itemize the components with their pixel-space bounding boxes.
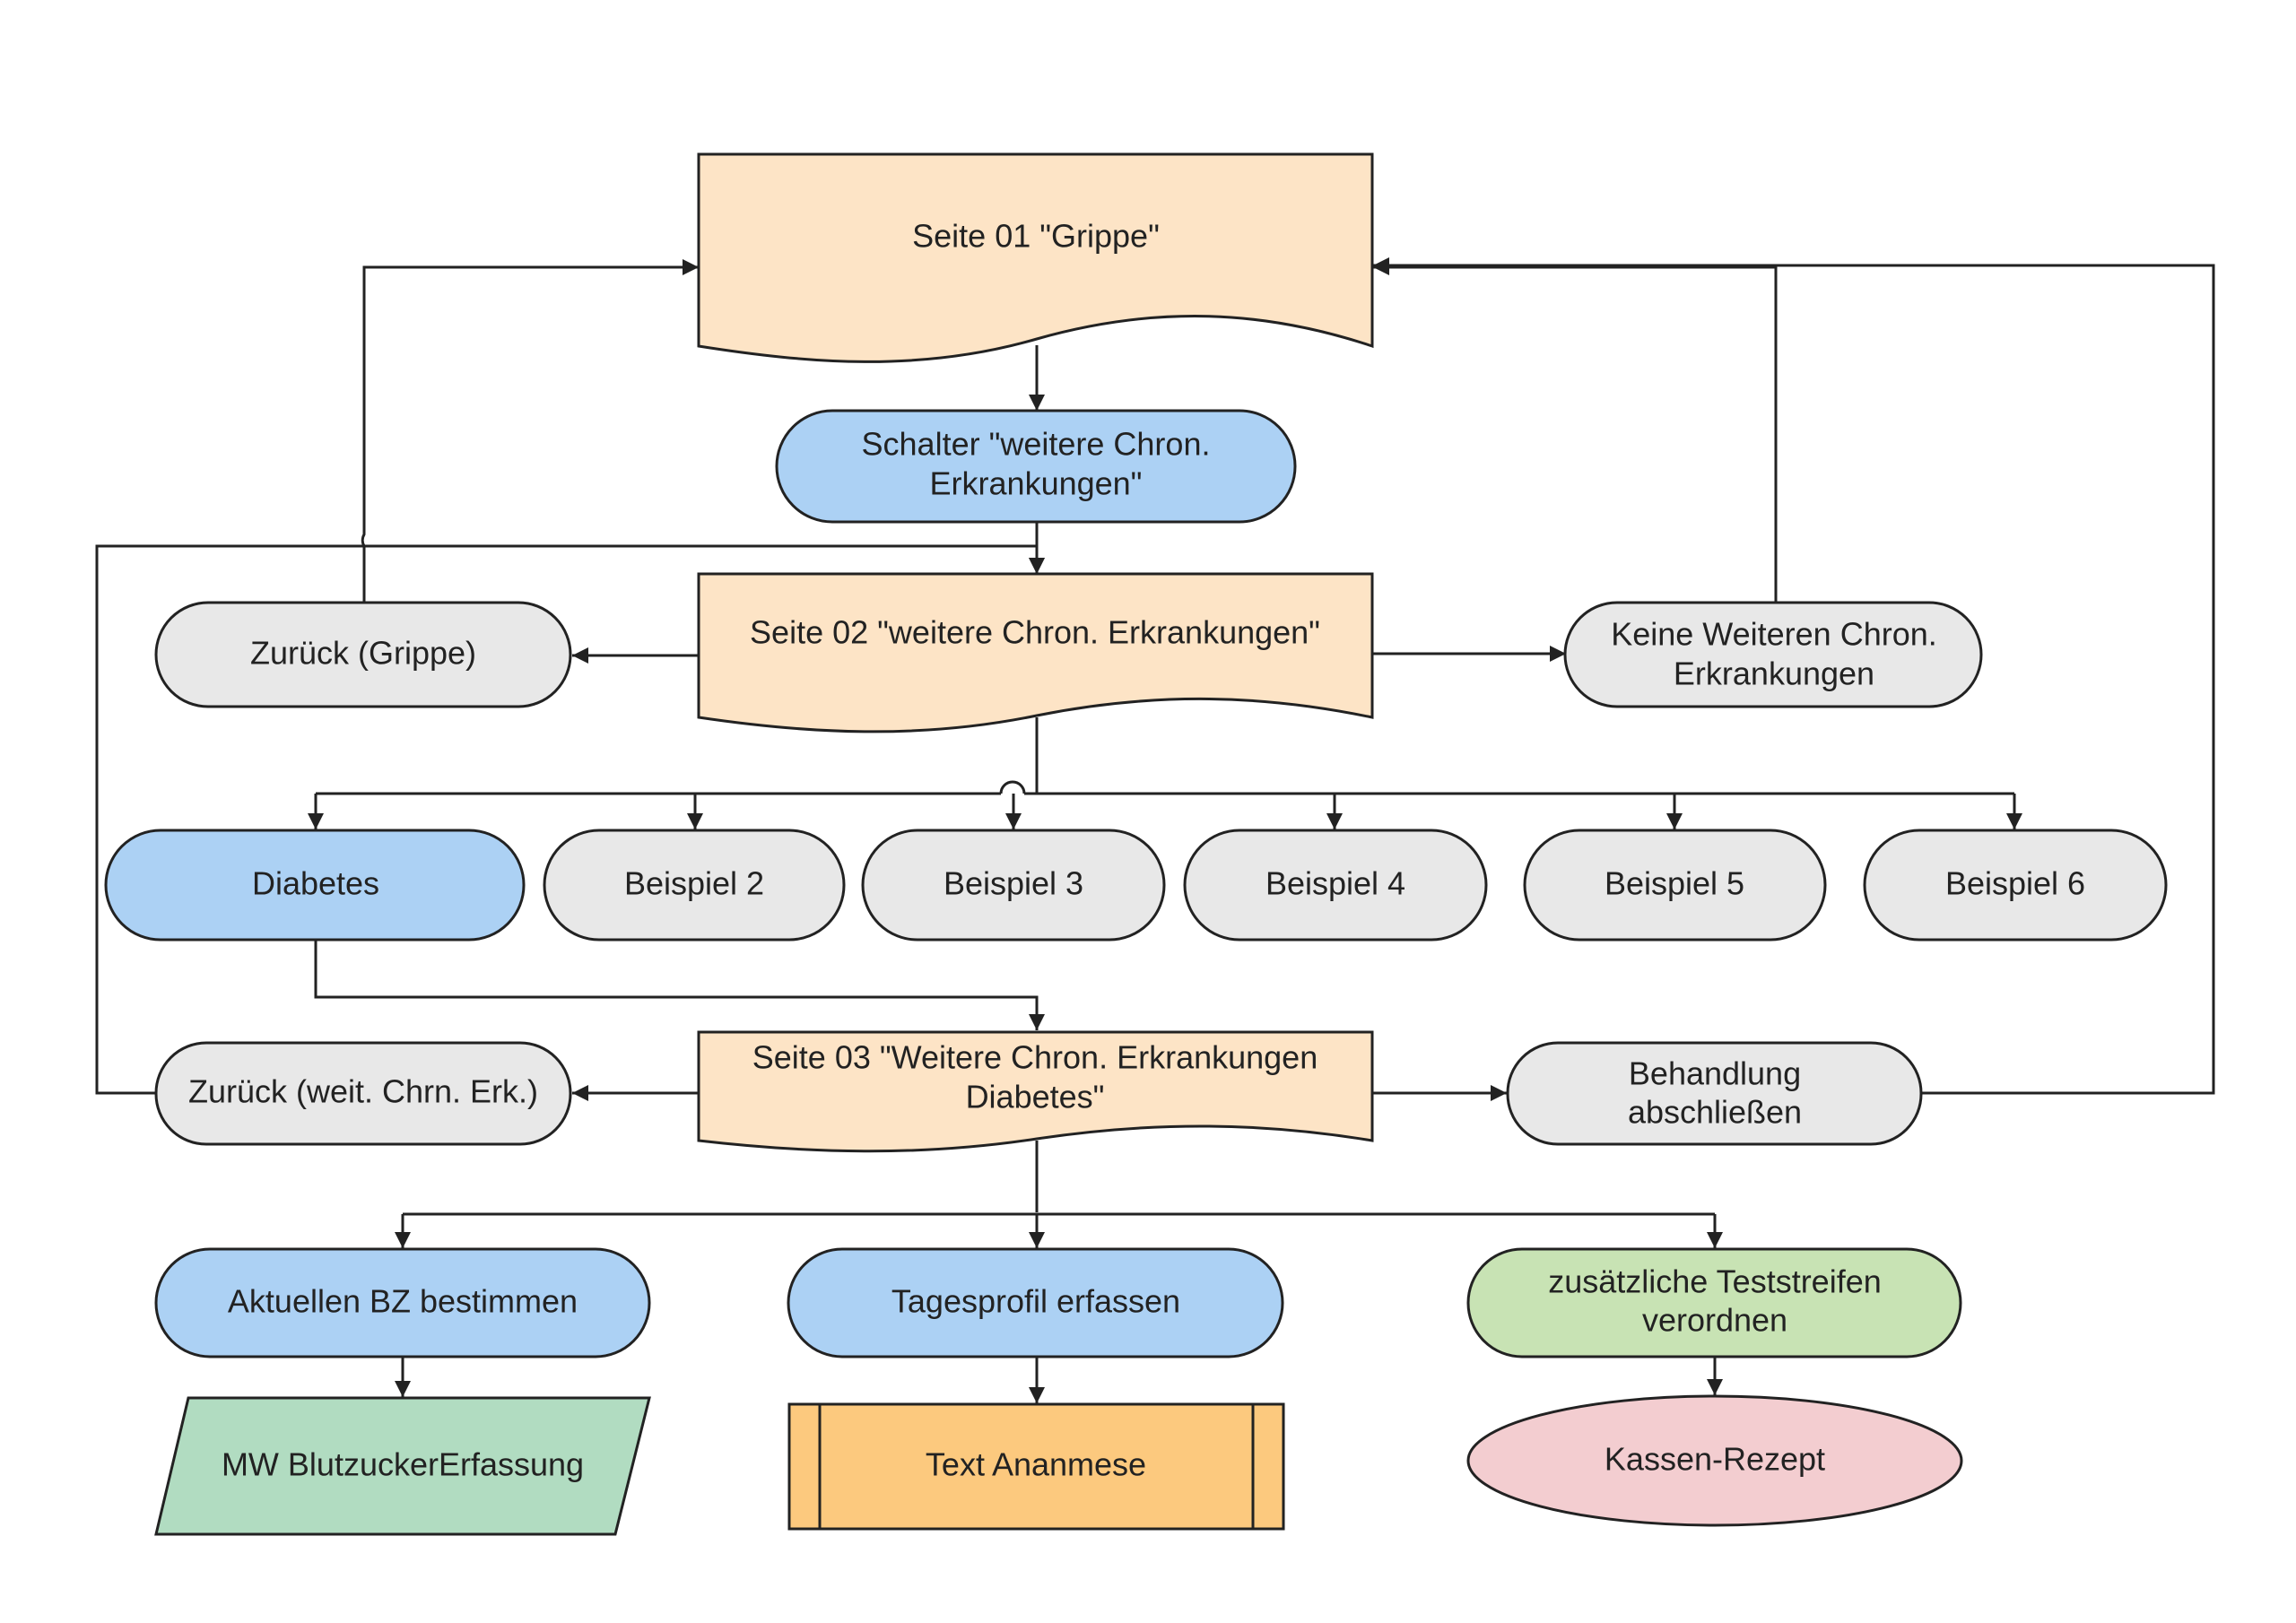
keine-weiteren-label-line1: Keine Weiteren Chron. xyxy=(1611,616,1937,653)
data-parallelogram-shape xyxy=(154,1396,651,1536)
document-shape xyxy=(697,1030,1374,1153)
beispiel5-label: Beispiel 5 xyxy=(1605,865,1744,902)
node-beispiel3[interactable]: Beispiel 3 xyxy=(861,829,1166,942)
beispiel3-label: Beispiel 3 xyxy=(944,865,1083,902)
teststreifen-label-line1: zusätzliche Teststreifen xyxy=(1548,1263,1882,1300)
beispiel2-label: Beispiel 2 xyxy=(624,865,764,902)
edge-diabetes-to-seite03 xyxy=(314,939,1045,1030)
node-behandlung[interactable]: Behandlung abschließen xyxy=(1506,1041,1923,1146)
ellipse-shape xyxy=(1466,1394,1963,1527)
diabetes-button-shape[interactable] xyxy=(104,829,526,942)
diabetes-label: Diabetes xyxy=(252,865,379,902)
zurueck-weit-button-shape[interactable] xyxy=(154,1041,572,1146)
node-aktuellen-bz[interactable]: Aktuellen BZ bestimmen xyxy=(154,1247,651,1358)
node-diabetes[interactable]: Diabetes xyxy=(104,829,526,942)
node-beispiel2[interactable]: Beispiel 2 xyxy=(543,829,846,942)
beispiel3-button-shape[interactable] xyxy=(861,829,1166,942)
node-schalter[interactable]: Schalter "weitere Chron. Erkrankungen" xyxy=(775,409,1297,524)
options-bus-hop xyxy=(999,780,1026,794)
tagesprofil-button-shape[interactable] xyxy=(787,1247,1284,1358)
document-shape xyxy=(697,572,1374,733)
text-ananmese-label: Text Ananmese xyxy=(926,1446,1146,1483)
tagesprofil-label: Tagesprofil erfassen xyxy=(891,1283,1180,1320)
beispiel4-button-shape[interactable] xyxy=(1183,829,1488,942)
edge-zurueck-weit-to-seite02 xyxy=(95,544,1045,1095)
seite03-label-line2: Diabetes" xyxy=(966,1079,1105,1115)
kassen-rezept-label: Kassen-Rezept xyxy=(1605,1441,1825,1478)
behandlung-label-line1: Behandlung xyxy=(1629,1055,1801,1092)
zurueck-grippe-label: Zurück (Grippe) xyxy=(250,635,476,672)
connectors xyxy=(95,257,2215,1403)
beispiel2-button-shape[interactable] xyxy=(543,829,846,942)
node-beispiel5[interactable]: Beispiel 5 xyxy=(1523,829,1827,942)
beispiel5-button-shape[interactable] xyxy=(1523,829,1827,942)
seite03-label-line1: Seite 03 "Weitere Chron. Erkrankungen xyxy=(752,1039,1318,1076)
beispiel6-label: Beispiel 6 xyxy=(1945,865,2085,902)
node-tagesprofil[interactable]: Tagesprofil erfassen xyxy=(787,1247,1284,1358)
teststreifen-label-line2: verordnen xyxy=(1642,1302,1787,1339)
edge-keine-weiteren-to-seite01 xyxy=(1373,259,1778,603)
node-kassen-rezept: Kassen-Rezept xyxy=(1466,1394,1963,1527)
document-shape xyxy=(697,152,1374,363)
subprocess-shape xyxy=(787,1402,1285,1531)
node-text-ananmese: Text Ananmese xyxy=(787,1402,1285,1531)
node-seite02: Seite 02 "weitere Chron. Erkrankungen" xyxy=(697,572,1374,733)
node-keine-weiteren[interactable]: Keine Weiteren Chron. Erkrankungen xyxy=(1563,601,1983,708)
zurueck-weit-label: Zurück (weit. Chrn. Erk.) xyxy=(188,1073,538,1110)
node-mw-blutzucker: MW BlutzuckerErfassung xyxy=(154,1396,651,1536)
edge-behandlung-to-seite01 xyxy=(1373,257,2215,1095)
aktuellen-bz-label: Aktuellen BZ bestimmen xyxy=(228,1283,578,1320)
beispiel6-button-shape[interactable] xyxy=(1863,829,2168,942)
node-seite01: Seite 01 "Grippe" xyxy=(697,152,1374,363)
node-seite03: Seite 03 "Weitere Chron. Erkrankungen Di… xyxy=(697,1030,1374,1153)
schalter-button-shape[interactable] xyxy=(775,409,1297,524)
keine-weiteren-label-line2: Erkrankungen xyxy=(1674,655,1874,692)
node-zurueck-grippe[interactable]: Zurück (Grippe) xyxy=(154,601,572,708)
seite01-label: Seite 01 "Grippe" xyxy=(912,218,1160,255)
mw-blutzucker-label: MW BlutzuckerErfassung xyxy=(222,1446,584,1483)
zurueck-grippe-button-shape[interactable] xyxy=(154,601,572,708)
node-teststreifen[interactable]: zusätzliche Teststreifen verordnen xyxy=(1466,1247,1962,1358)
node-beispiel4[interactable]: Beispiel 4 xyxy=(1183,829,1488,942)
behandlung-button-shape[interactable] xyxy=(1506,1041,1923,1146)
behandlung-label-line2: abschließen xyxy=(1628,1094,1802,1131)
seite02-label: Seite 02 "weitere Chron. Erkrankungen" xyxy=(750,614,1320,651)
edge-zurueck-grippe-to-seite01 xyxy=(361,259,699,603)
node-zurueck-weit[interactable]: Zurück (weit. Chrn. Erk.) xyxy=(154,1041,572,1146)
schalter-label-line2: Erkrankungen" xyxy=(930,465,1143,502)
beispiel4-label: Beispiel 4 xyxy=(1265,865,1405,902)
aktuellen-bz-button-shape[interactable] xyxy=(154,1247,651,1358)
node-beispiel6[interactable]: Beispiel 6 xyxy=(1863,829,2168,942)
keine-weiteren-button-shape[interactable] xyxy=(1563,601,1983,708)
teststreifen-button-shape[interactable] xyxy=(1466,1247,1962,1358)
schalter-label-line1: Schalter "weitere Chron. xyxy=(862,426,1211,463)
